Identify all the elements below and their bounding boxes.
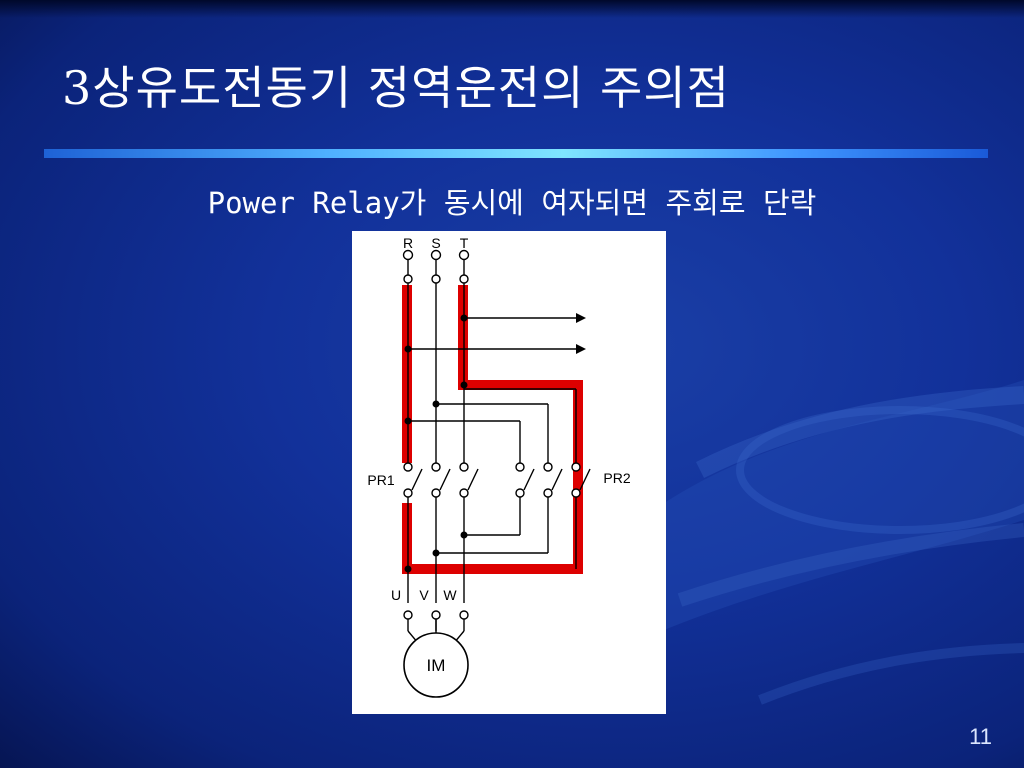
title-underline xyxy=(44,149,988,158)
relay-label-pr1: PR1 xyxy=(367,472,394,488)
terminal-label-w: W xyxy=(443,587,457,603)
top-bar xyxy=(0,0,1024,18)
slide-title: 3상유도전동기 정역운전의 주의점 xyxy=(62,61,730,115)
terminal-circles-bottom xyxy=(403,610,469,620)
terminal-label-t: T xyxy=(460,235,469,251)
motor-symbol xyxy=(403,632,469,698)
junction-dots xyxy=(404,314,468,573)
motor-label: IM xyxy=(427,656,446,675)
short-circuit-path xyxy=(402,285,583,574)
pr2-contacts xyxy=(515,462,591,498)
terminal-label-r: R xyxy=(403,235,413,251)
circuit-wires xyxy=(407,259,577,644)
circuit-diagram: R S T U V W PR1 PR2 IM xyxy=(352,231,666,714)
pr1-contacts xyxy=(403,462,479,498)
terminal-circles-top xyxy=(402,249,470,284)
relay-label-pr2: PR2 xyxy=(603,470,630,486)
control-arrows xyxy=(576,313,586,354)
terminal-label-v: V xyxy=(419,587,429,603)
page-number: 11 xyxy=(969,724,992,749)
terminal-label-u: U xyxy=(391,587,401,603)
terminal-label-s: S xyxy=(431,235,440,251)
slide-subtitle: Power Relay가 동시에 여자되면 주회로 단락 xyxy=(207,186,817,220)
